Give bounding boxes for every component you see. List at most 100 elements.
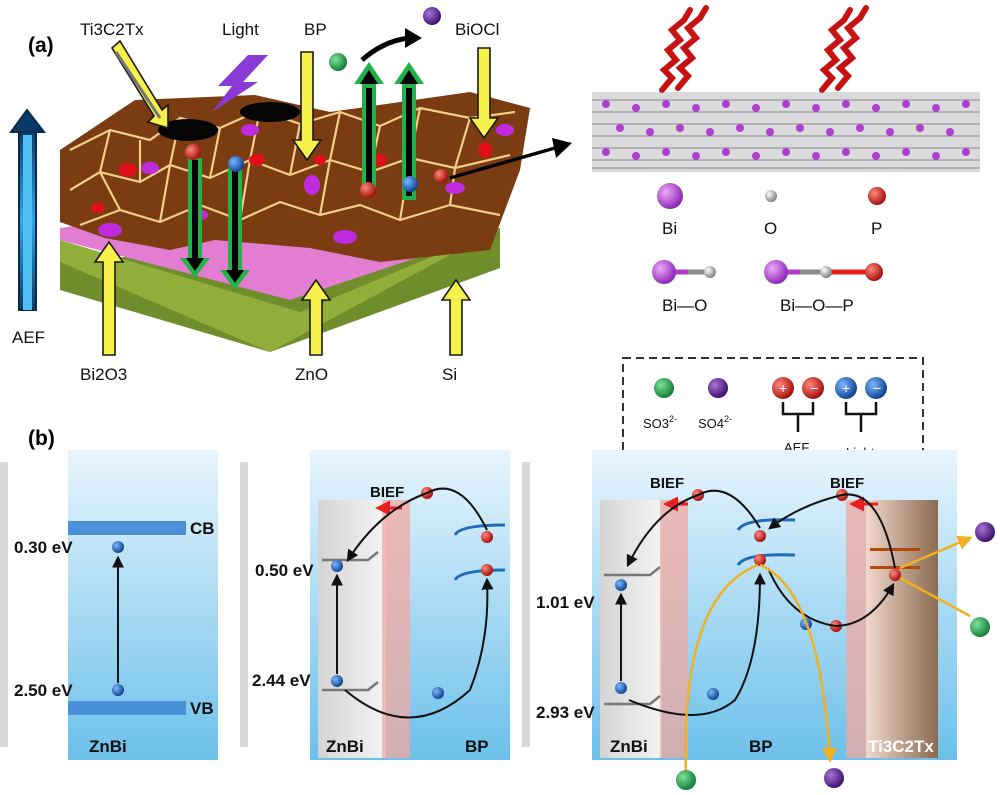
oxidation-arrow xyxy=(360,35,411,62)
p-label: P xyxy=(871,219,882,238)
electron xyxy=(615,682,627,694)
subpanel-znbi-bp-ti3c2tx xyxy=(592,450,973,776)
aef-label: AEF xyxy=(12,328,45,347)
ti3c2tx-label: Ti3C2Tx xyxy=(80,20,144,39)
biocl-label: BiOCl xyxy=(455,20,499,39)
electron xyxy=(615,579,627,591)
subpanel-znbi-bp xyxy=(310,450,510,760)
zno-callout-arrow xyxy=(300,278,332,356)
vb-band xyxy=(68,701,186,715)
bp-label: BP xyxy=(465,737,489,756)
electron xyxy=(331,675,343,687)
bi-atom xyxy=(657,183,683,209)
ground-electron xyxy=(112,684,124,696)
ti3c2tx-label: Ti3C2Tx xyxy=(868,737,934,756)
bi-o-p-label: Bi—O—P xyxy=(780,296,854,315)
legend-box: + − + − SO32- SO42- AEF Light xyxy=(622,357,924,469)
si-label: Si xyxy=(442,365,457,384)
light-label: Light xyxy=(222,20,259,39)
bi2o3-callout-arrow xyxy=(93,240,125,356)
vb-energy-label: 2.93 eV xyxy=(536,703,595,722)
hole xyxy=(889,569,901,581)
structure-pointer xyxy=(449,146,556,180)
bp-label: BP xyxy=(749,737,773,756)
hole-transfer-arrow xyxy=(768,493,896,569)
bp-callout-arrow xyxy=(291,51,323,162)
si-callout-arrow xyxy=(440,278,472,356)
o-label: O xyxy=(764,219,777,238)
so4-ion xyxy=(824,768,844,788)
bi-o-bond xyxy=(652,260,716,284)
bp-chain-left xyxy=(659,5,709,93)
hole-charge xyxy=(185,144,201,160)
hole-transfer-arrow xyxy=(346,487,488,563)
hole xyxy=(754,554,766,566)
bi2o3-label: Bi2O3 xyxy=(80,365,127,384)
legend-aef-hole xyxy=(802,377,824,399)
cb-label: CB xyxy=(190,519,215,538)
excited-electron xyxy=(112,541,124,553)
legend-light-electron xyxy=(865,377,887,399)
zno-label: ZnO xyxy=(295,365,328,384)
bief-label: BIEF xyxy=(370,484,404,501)
znbi-label: ZnBi xyxy=(326,737,364,756)
legend-so3-ball xyxy=(654,378,674,398)
so4-release-arrow xyxy=(759,563,837,763)
legend-so4-label: SO42- xyxy=(698,414,732,431)
light-bolt-icon xyxy=(212,55,268,112)
charge-arrows xyxy=(180,62,424,290)
panel-b-label: (b) xyxy=(28,427,55,450)
subpanel-znbi xyxy=(68,450,218,760)
bp-label: BP xyxy=(304,20,327,39)
bi-o-p-bond xyxy=(764,260,883,284)
aef-arrow xyxy=(9,108,47,311)
divider xyxy=(0,462,8,747)
so3-uptake-arrow xyxy=(899,576,971,618)
ti3c2tx-callout-core xyxy=(114,51,162,119)
minus-glyph: − xyxy=(810,380,818,396)
structure-pointer-head xyxy=(552,138,572,158)
hole xyxy=(481,564,493,576)
so3-uptake-arrow xyxy=(684,563,759,776)
bief-label-left: BIEF xyxy=(650,475,684,492)
p-atom xyxy=(868,187,886,205)
vb-label: VB xyxy=(190,699,214,718)
so4-ion xyxy=(423,7,441,25)
hole-charge xyxy=(434,169,448,183)
hole xyxy=(481,531,493,543)
electron-charge xyxy=(228,156,244,172)
so4-release-arrow xyxy=(899,535,973,570)
legend-so4-ball xyxy=(708,378,728,398)
so4-ion xyxy=(975,522,995,542)
ti3c2tx-callout-arrow xyxy=(110,39,169,130)
electron-transfer-arrow xyxy=(628,572,766,716)
electron-charge xyxy=(402,176,418,192)
so3-ion xyxy=(970,617,990,637)
bi-o-label: Bi—O xyxy=(662,296,707,315)
electron-transfer-arrow xyxy=(344,577,494,719)
hole-transfer-arrow xyxy=(626,489,761,568)
vb-energy-label: 2.44 eV xyxy=(252,671,311,690)
legend-so3-label: SO32- xyxy=(643,414,677,431)
hole xyxy=(754,530,766,542)
znbi-label: ZnBi xyxy=(610,737,648,756)
so3-ion xyxy=(676,770,696,790)
cb-band xyxy=(68,521,186,535)
znbi-label: ZnBi xyxy=(89,737,127,756)
cb-energy-label: 0.30 eV xyxy=(14,538,73,557)
minus-glyph: − xyxy=(873,380,881,396)
electron xyxy=(707,688,719,700)
legend-light-electron xyxy=(835,377,857,399)
cb-energy-label: 0.50 eV xyxy=(255,561,314,580)
cb-energy-label: 1.01 eV xyxy=(536,593,595,612)
o-atom xyxy=(765,190,777,202)
divider xyxy=(240,462,248,747)
plus-glyph: + xyxy=(842,380,850,396)
electron-transfer-arrow xyxy=(767,567,895,628)
legend-aef-hole xyxy=(772,377,794,399)
oxidation-arrowhead xyxy=(405,28,422,48)
bp-crystal-structure xyxy=(592,92,980,172)
bief-label-right: BIEF xyxy=(830,475,864,492)
bp-chain-right xyxy=(819,5,869,93)
